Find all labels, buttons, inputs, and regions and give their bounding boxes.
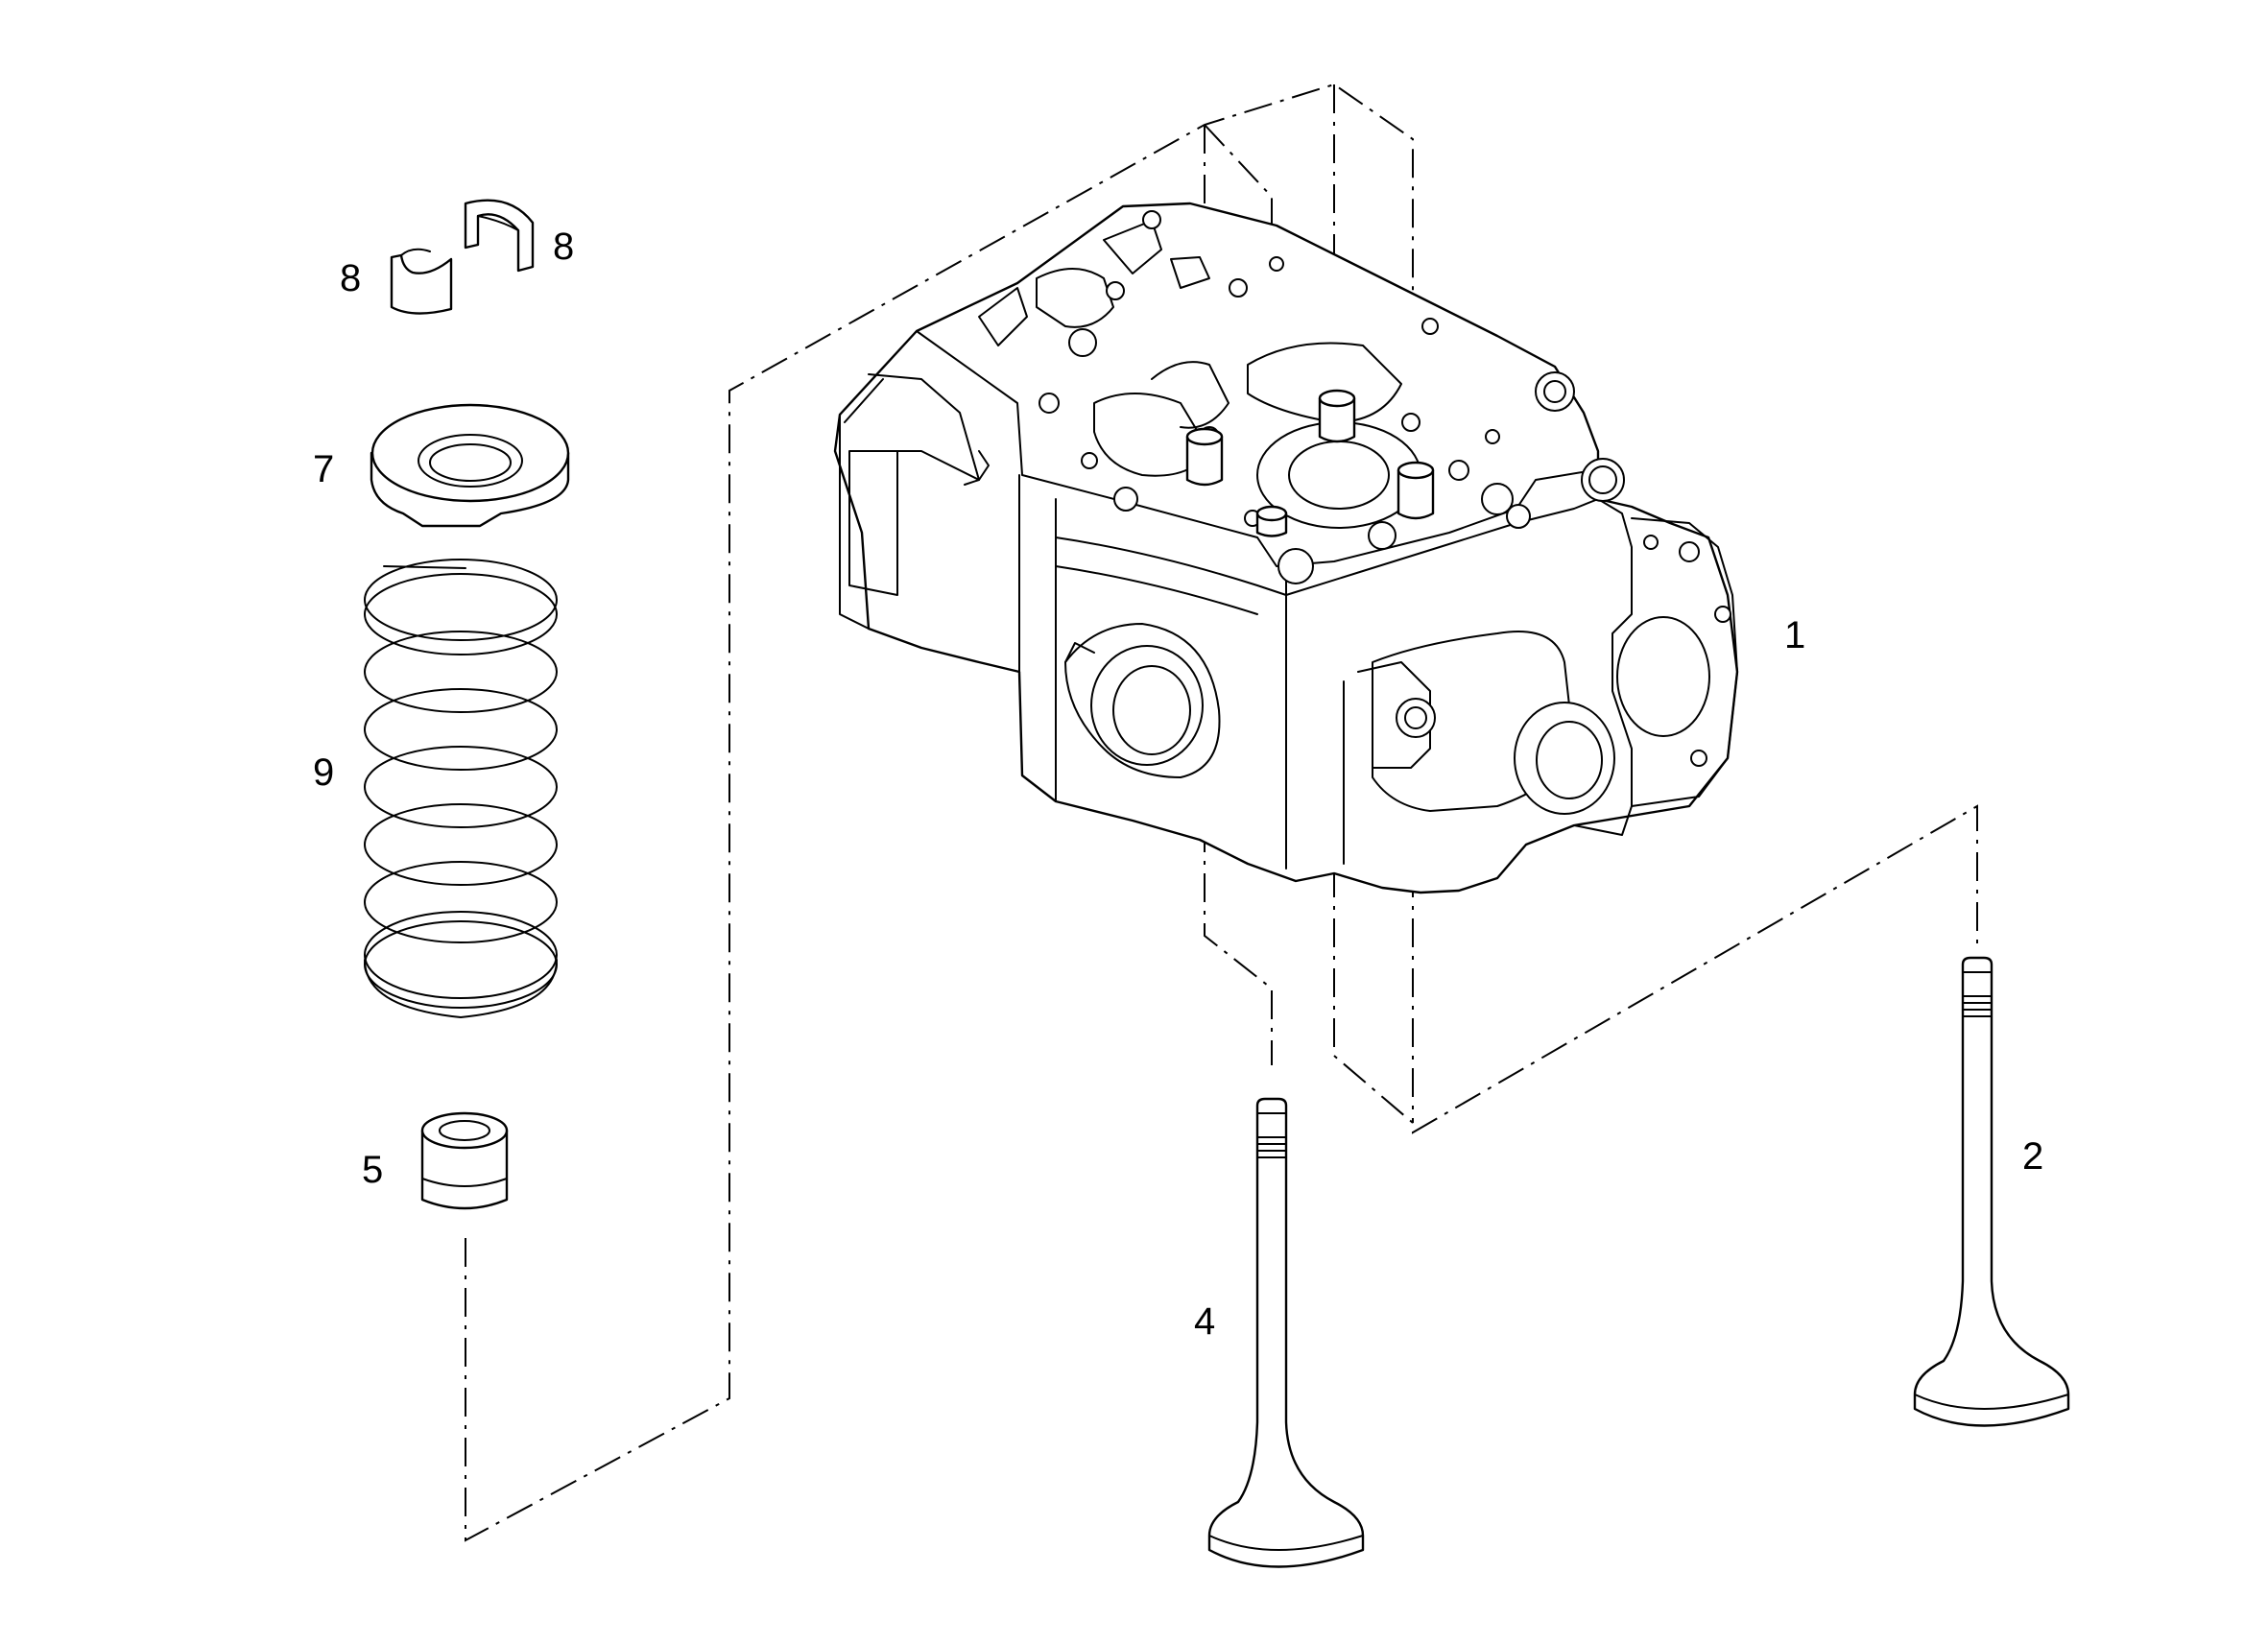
cylinder-head <box>833 202 1739 894</box>
valve-collet-right <box>464 199 535 273</box>
callout-intake-valve: 4 <box>1194 1300 1215 1343</box>
exhaust-valve <box>1913 956 2070 1427</box>
spring-retainer <box>370 403 570 528</box>
valve-collet-left <box>390 248 453 315</box>
callout-labels: 1 2 4 5 7 8 8 9 <box>313 226 2043 1343</box>
callout-valve-collet-left: 8 <box>340 257 361 299</box>
valve-stem-seal <box>420 1111 509 1210</box>
callout-valve-spring: 9 <box>313 751 334 794</box>
callout-valve-stem-seal: 5 <box>362 1149 383 1191</box>
valve-guides <box>1185 389 1435 537</box>
callout-exhaust-valve: 2 <box>2022 1135 2043 1178</box>
intake-valve <box>1207 1097 1365 1568</box>
callout-cylinder-head: 1 <box>1784 614 1805 656</box>
end-flange <box>1573 498 1738 836</box>
exhaust-port-boss <box>1514 702 1615 815</box>
cylinder-head-top-deck <box>978 210 1625 584</box>
callout-valve-collet-right: 8 <box>553 226 574 268</box>
valve-spring <box>364 559 558 1018</box>
leader-exhaust-valve <box>1333 804 1978 1134</box>
intake-port-boss <box>1064 623 1221 778</box>
callout-spring-retainer: 7 <box>313 448 334 490</box>
leader-seal-to-head <box>465 83 1414 1542</box>
